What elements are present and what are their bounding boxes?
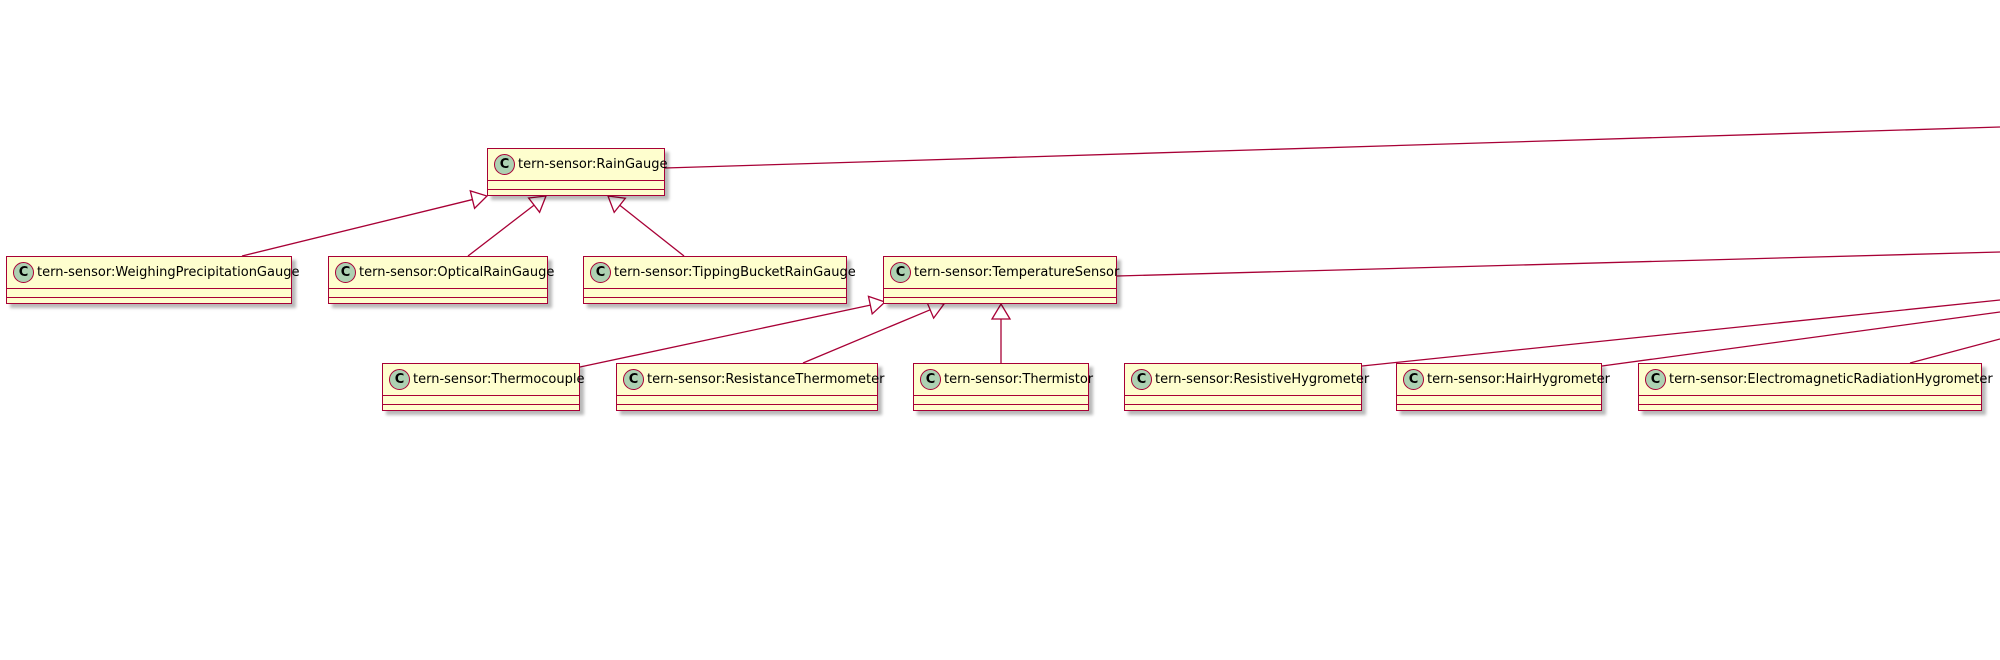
class-divider: [884, 288, 1116, 289]
class-divider: [1125, 404, 1361, 405]
class-c-icon: C: [1403, 369, 1424, 390]
class-divider: [1397, 395, 1601, 396]
class-divider: [1125, 395, 1361, 396]
class-name: tern-sensor:ElectromagneticRadiationHygr…: [1669, 372, 1993, 387]
class-divider: [1397, 404, 1601, 405]
generalization-arrowhead: [990, 302, 1012, 320]
class-divider: [584, 288, 846, 289]
class-c-icon: C: [590, 262, 611, 283]
class-c-icon: C: [494, 154, 515, 175]
class-c-icon: C: [1131, 369, 1152, 390]
class-divider: [383, 404, 579, 405]
class-name: tern-sensor:ResistanceThermometer: [647, 372, 885, 387]
class-divider: [914, 395, 1088, 396]
class-divider: [329, 297, 547, 298]
class-name: tern-sensor:WeighingPrecipitationGauge: [37, 265, 300, 280]
class-name: tern-sensor:OpticalRainGauge: [359, 265, 555, 280]
generalization-arrowhead: [469, 189, 489, 210]
class-divider: [7, 288, 291, 289]
class-divider: [914, 404, 1088, 405]
class-divider: [884, 297, 1116, 298]
class-name: tern-sensor:TippingBucketRainGauge: [614, 265, 856, 280]
class-name: tern-sensor:RainGauge: [518, 157, 668, 172]
generalization-arrowhead: [867, 295, 887, 316]
association-line-temperature: [1116, 251, 2000, 277]
class-c-icon: C: [623, 369, 644, 390]
generalization-line: [802, 309, 931, 364]
class-c-icon: C: [890, 262, 911, 283]
generalization-line: [619, 204, 685, 257]
association-line-hair-hygrometer: [1601, 311, 2000, 367]
class-c-icon: C: [1645, 369, 1666, 390]
class-divider: [7, 297, 291, 298]
generalization-line: [241, 198, 473, 257]
association-line-emr-hygrometer: [1909, 338, 2000, 364]
class-divider: [617, 404, 877, 405]
class-divider: [383, 395, 579, 396]
class-name: tern-sensor:ResistiveHygrometer: [1155, 372, 1370, 387]
class-divider: [617, 395, 877, 396]
class-c-icon: C: [13, 262, 34, 283]
class-c-icon: C: [335, 262, 356, 283]
class-divider: [488, 180, 664, 181]
class-name: tern-sensor:Thermistor: [944, 372, 1094, 387]
association-line-raingauge: [664, 126, 2000, 169]
class-name: tern-sensor:Thermocouple: [413, 372, 585, 387]
class-name: tern-sensor:HairHygrometer: [1427, 372, 1610, 387]
class-name: tern-sensor:TemperatureSensor: [914, 265, 1120, 280]
class-divider: [1639, 395, 1981, 396]
class-divider: [584, 297, 846, 298]
class-c-icon: C: [389, 369, 410, 390]
generalization-line: [579, 304, 871, 368]
generalization-arrowhead: [527, 195, 548, 214]
association-line-resistive-hygrometer: [1361, 299, 2000, 367]
class-divider: [488, 189, 664, 190]
relationship-lines: [241, 126, 2000, 368]
generalization-line: [467, 204, 535, 257]
generalization-arrowhead: [607, 195, 627, 214]
class-divider: [329, 288, 547, 289]
class-divider: [1639, 404, 1981, 405]
class-c-icon: C: [920, 369, 941, 390]
